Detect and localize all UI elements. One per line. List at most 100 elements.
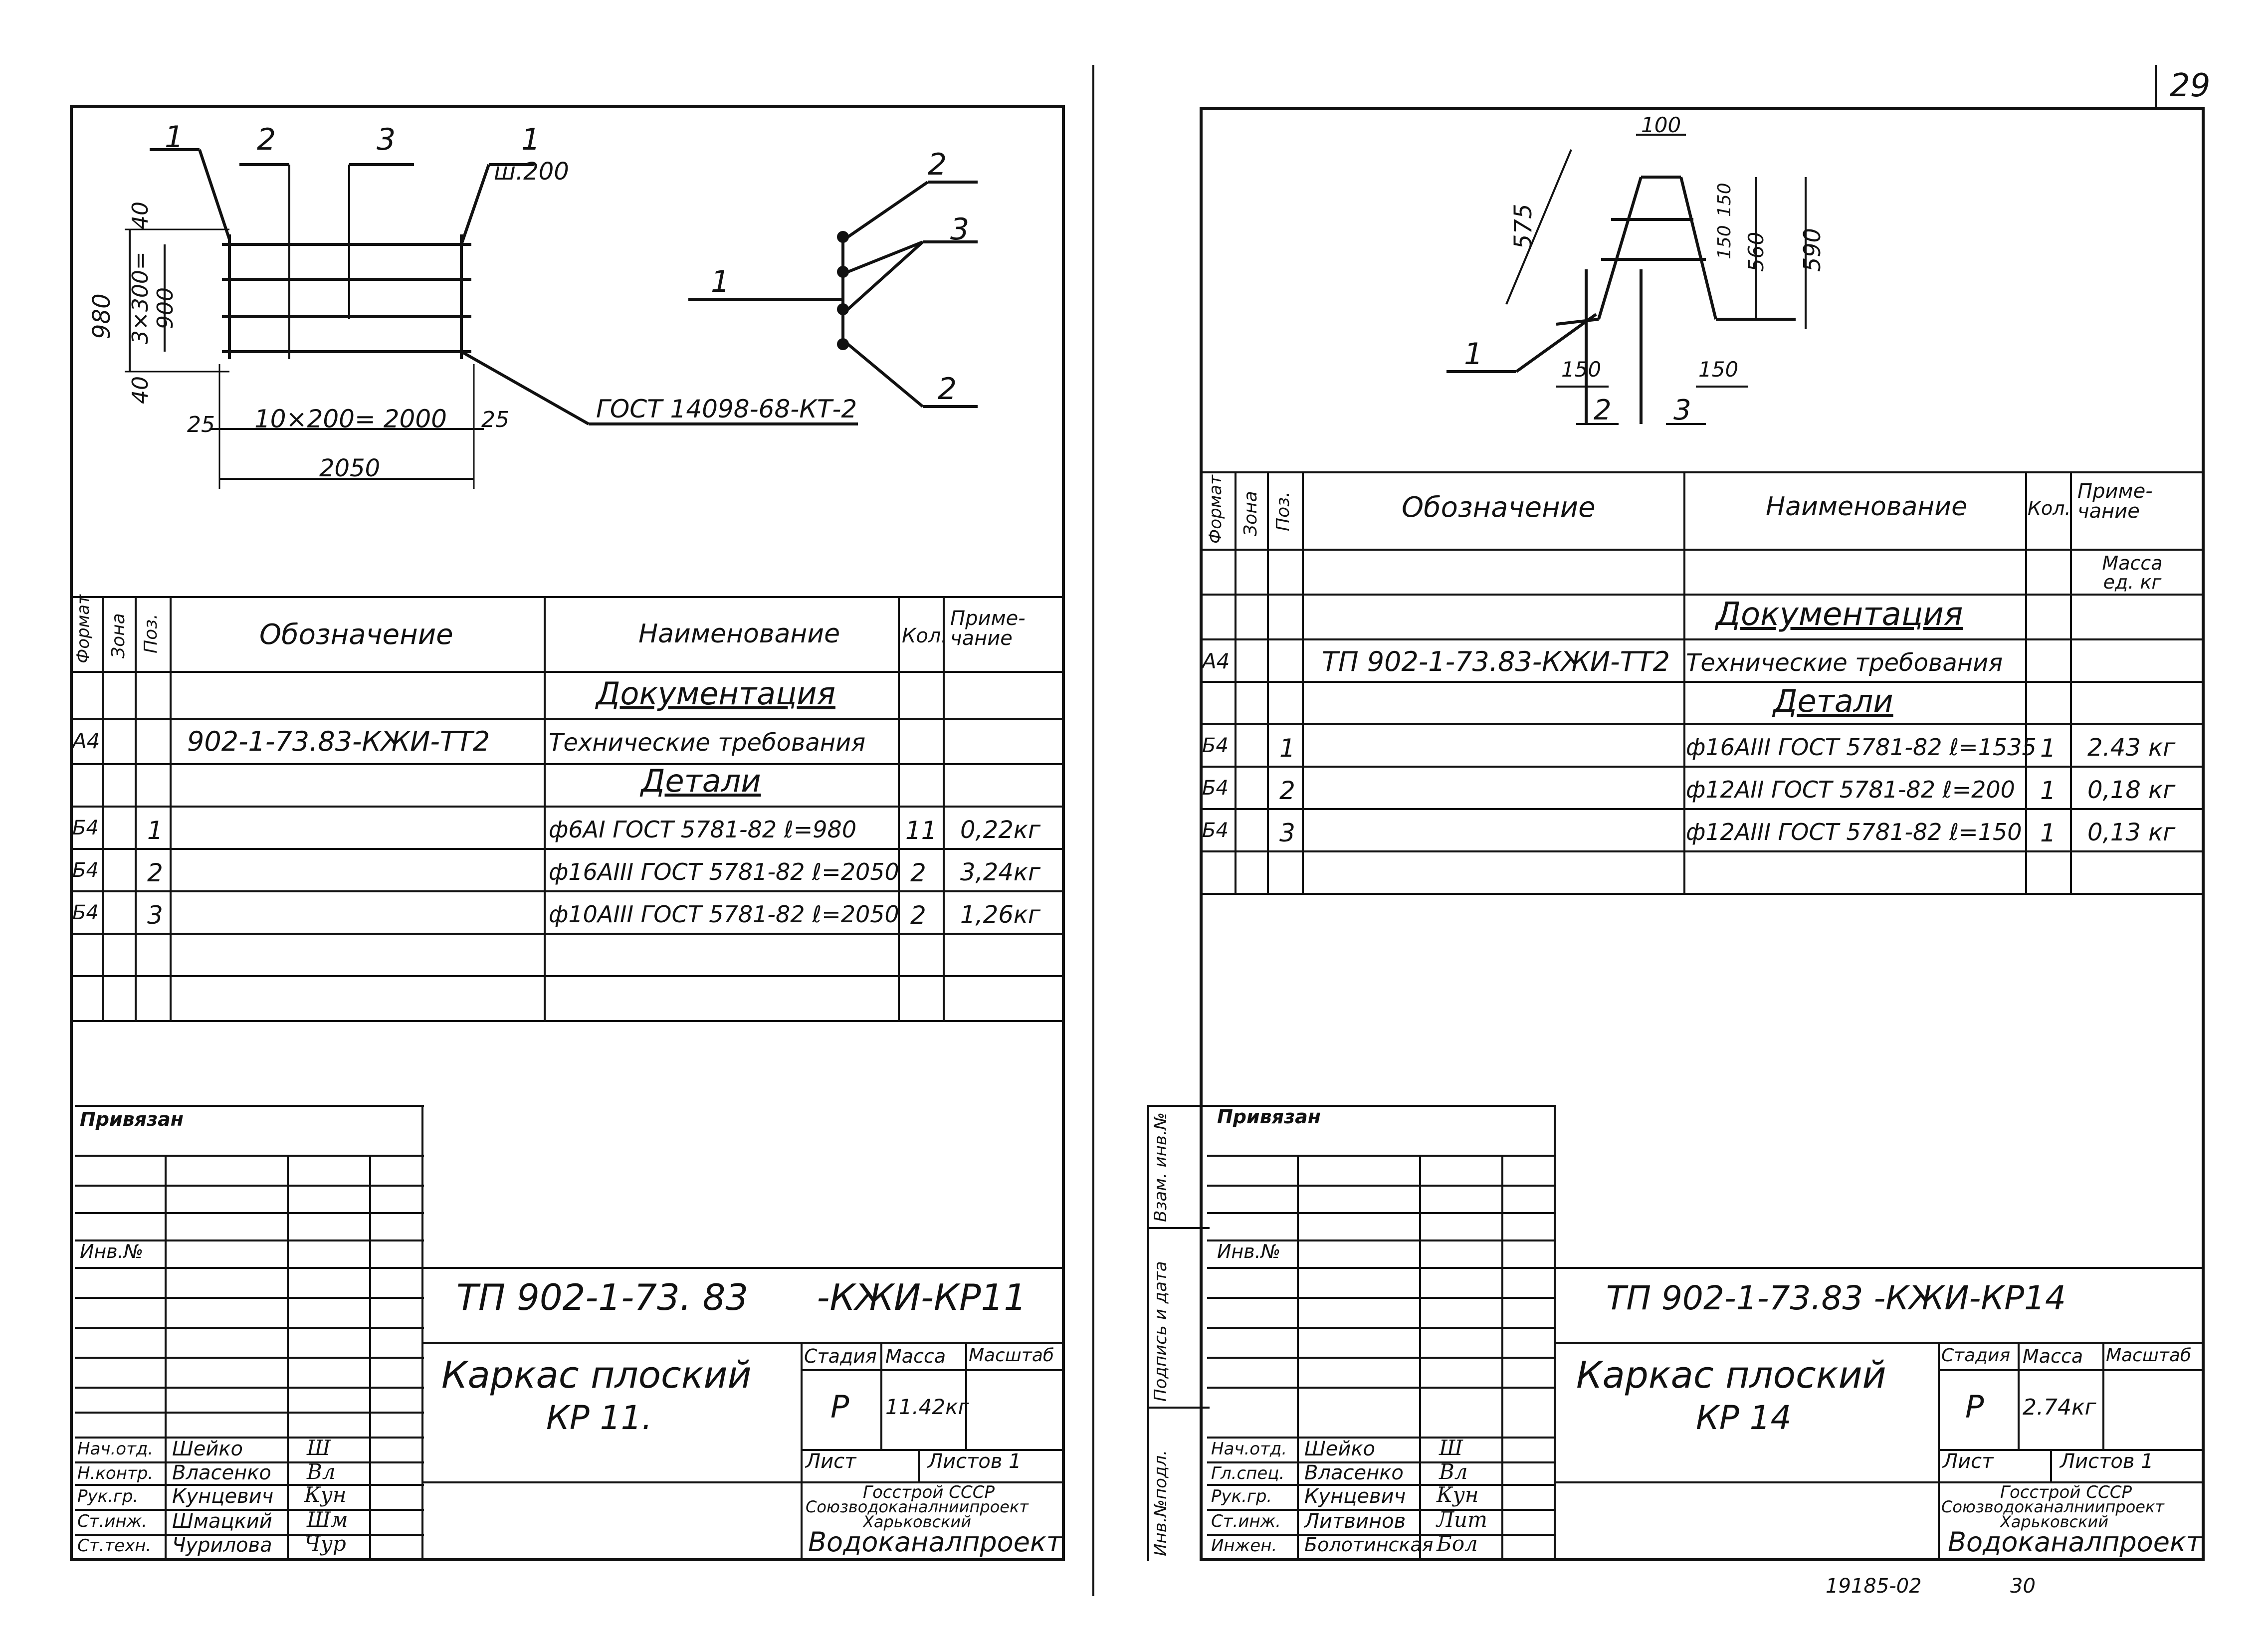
left-inv: Инв.№ xyxy=(80,1240,144,1262)
left-mass-value: 11.42кг xyxy=(885,1395,969,1419)
signature-mark: Вл xyxy=(1439,1459,1468,1484)
right-org-1: Госстрой СССР xyxy=(2000,1482,2132,1502)
right-h-name: Наименование xyxy=(1766,492,1968,522)
right-label-3: 3 xyxy=(1673,394,1691,426)
left-stage-value: Р xyxy=(830,1389,849,1425)
left-h-qty: Кол. xyxy=(902,624,948,647)
center-fold-line xyxy=(1092,65,1094,1596)
right-title-2: КР 14 xyxy=(1696,1399,1792,1437)
right-dim-150c: 150 xyxy=(1561,357,1602,382)
signature-mark: Вл xyxy=(307,1459,336,1484)
right-privyazan: Привязан xyxy=(1217,1106,1321,1128)
right-org-3: Харьковский xyxy=(2000,1512,2108,1531)
left-h-name: Наименование xyxy=(638,619,840,649)
left-dim-25a: 25 xyxy=(187,412,215,437)
right-scale-header: Масштаб xyxy=(2106,1345,2192,1366)
left-privyazan: Привязан xyxy=(80,1108,184,1130)
right-h-format: Формат xyxy=(1206,475,1226,544)
right-label-1: 1 xyxy=(1464,337,1483,372)
right-org-2: Союзводоканалниипроект xyxy=(1941,1497,2164,1516)
left-dim-10x200: 10×200= 2000 xyxy=(254,405,447,433)
footer-code: 19185-02 xyxy=(1826,1575,1922,1598)
right-doc-code: ТП 902-1-73.83 -КЖИ-КР14 xyxy=(1606,1279,2066,1317)
left-section-doc: Документация xyxy=(596,675,835,712)
right-org-4: Водоканалпроект xyxy=(1948,1526,2202,1558)
page-number: 29 xyxy=(2170,67,2211,104)
left-pos-label-1: 1 xyxy=(165,120,184,155)
right-title-1: Каркас плоский xyxy=(1576,1354,1886,1397)
right-dim-150b: 150 xyxy=(1714,225,1735,259)
right-stage-value: Р xyxy=(1965,1389,1984,1425)
left-sheet-label: Лист xyxy=(806,1450,856,1473)
right-side-field-2: Подпись и дата xyxy=(1151,1261,1171,1402)
right-stage-header: Стадия xyxy=(1941,1345,2011,1366)
right-dim-150d: 150 xyxy=(1698,357,1739,382)
right-sheets-label: Листов 1 xyxy=(2060,1450,2154,1473)
right-doc-format: А4 xyxy=(1202,649,1230,673)
left-doc-code: ТП 902-1-73. 83 -КЖИ-КР11 xyxy=(456,1276,1027,1318)
left-sheet-frame xyxy=(70,105,1065,1561)
left-section-parts: Детали xyxy=(641,763,761,799)
right-h-pos: Поз. xyxy=(1273,491,1293,531)
signature-mark: Бол xyxy=(1437,1531,1478,1556)
left-org-4: Водоканалпроект xyxy=(808,1526,1062,1558)
right-side-field-3: Инв.№подл. xyxy=(1151,1450,1171,1556)
signature-mark: Ш xyxy=(307,1436,331,1460)
signature-mark: Чур xyxy=(304,1531,346,1556)
right-dim-560: 560 xyxy=(1744,231,1768,272)
right-sheet-frame xyxy=(1200,107,2205,1561)
right-sheet-label: Лист xyxy=(1943,1450,1994,1473)
footer-num: 30 xyxy=(2010,1575,2036,1598)
left-h-designation: Обозначение xyxy=(259,619,453,651)
left-title-2: КР 11. xyxy=(546,1399,652,1437)
left-h-note: Приме-чание xyxy=(950,607,1026,650)
left-pos-label-3: 3 xyxy=(377,122,396,157)
left-org-2: Союзводоканалниипроект xyxy=(806,1497,1029,1516)
right-doc-name: Технические требования xyxy=(1686,649,2003,677)
right-h-qty: Кол. xyxy=(2028,497,2071,519)
right-label-2: 2 xyxy=(1594,394,1612,426)
right-dim-100: 100 xyxy=(1641,113,1681,137)
signature-mark: Кун xyxy=(304,1482,347,1507)
left-dim-2050: 2050 xyxy=(319,454,381,482)
left-section-label-3: 3 xyxy=(950,212,970,247)
left-doc-designation: 902-1-73.83-КЖИ-ТТ2 xyxy=(187,726,490,757)
left-pos-label-1b: 1 xyxy=(521,122,541,157)
left-scale-header: Масштаб xyxy=(969,1345,1054,1366)
left-doc-format: А4 xyxy=(72,729,100,753)
left-pitch-label: ш.200 xyxy=(494,158,569,186)
left-pos-label-2: 2 xyxy=(257,122,276,157)
left-org-1: Госстрой СССР xyxy=(863,1482,995,1502)
left-org-3: Харьковский xyxy=(863,1512,971,1531)
left-section-label-2b: 2 xyxy=(938,372,957,407)
right-mass-value: 2.74кг xyxy=(2023,1395,2096,1420)
left-section-label-2a: 2 xyxy=(928,147,947,182)
right-h-note: Приме-чание xyxy=(2077,480,2153,523)
left-sheets-label: Листов 1 xyxy=(928,1450,1022,1473)
left-dim-25b: 25 xyxy=(481,407,509,432)
right-inv: Инв.№ xyxy=(1217,1240,1281,1262)
left-gost-note: ГОСТ 14098-68-КТ-2 xyxy=(596,395,857,423)
signature-mark: Кун xyxy=(1437,1482,1479,1507)
right-dim-575: 575 xyxy=(1509,204,1537,249)
left-section-label-1: 1 xyxy=(711,264,730,299)
left-stage-header: Стадия xyxy=(804,1345,877,1367)
left-doc-name: Технические требования xyxy=(549,729,866,757)
right-dim-150a: 150 xyxy=(1714,183,1735,217)
right-h-designation: Обозначение xyxy=(1402,491,1596,524)
signature-mark: Лит xyxy=(1437,1507,1487,1532)
left-title-1: Каркас плоский xyxy=(441,1354,752,1397)
right-section-parts: Детали xyxy=(1773,683,1893,719)
right-note-sub: Масса ед. кг xyxy=(2102,552,2163,593)
page-number-divider xyxy=(2155,65,2157,110)
right-dim-590: 590 xyxy=(1799,228,1826,272)
right-section-doc: Документация xyxy=(1716,596,1963,633)
left-mass-header: Масса xyxy=(885,1345,946,1367)
right-side-field-1: Взам. инв.№ xyxy=(1151,1112,1171,1222)
right-mass-header: Масса xyxy=(2023,1345,2083,1367)
signature-mark: Шм xyxy=(307,1507,348,1532)
right-doc-designation: ТП 902-1-73.83-КЖИ-ТТ2 xyxy=(1322,646,1670,677)
right-h-zone: Зона xyxy=(1240,491,1261,536)
